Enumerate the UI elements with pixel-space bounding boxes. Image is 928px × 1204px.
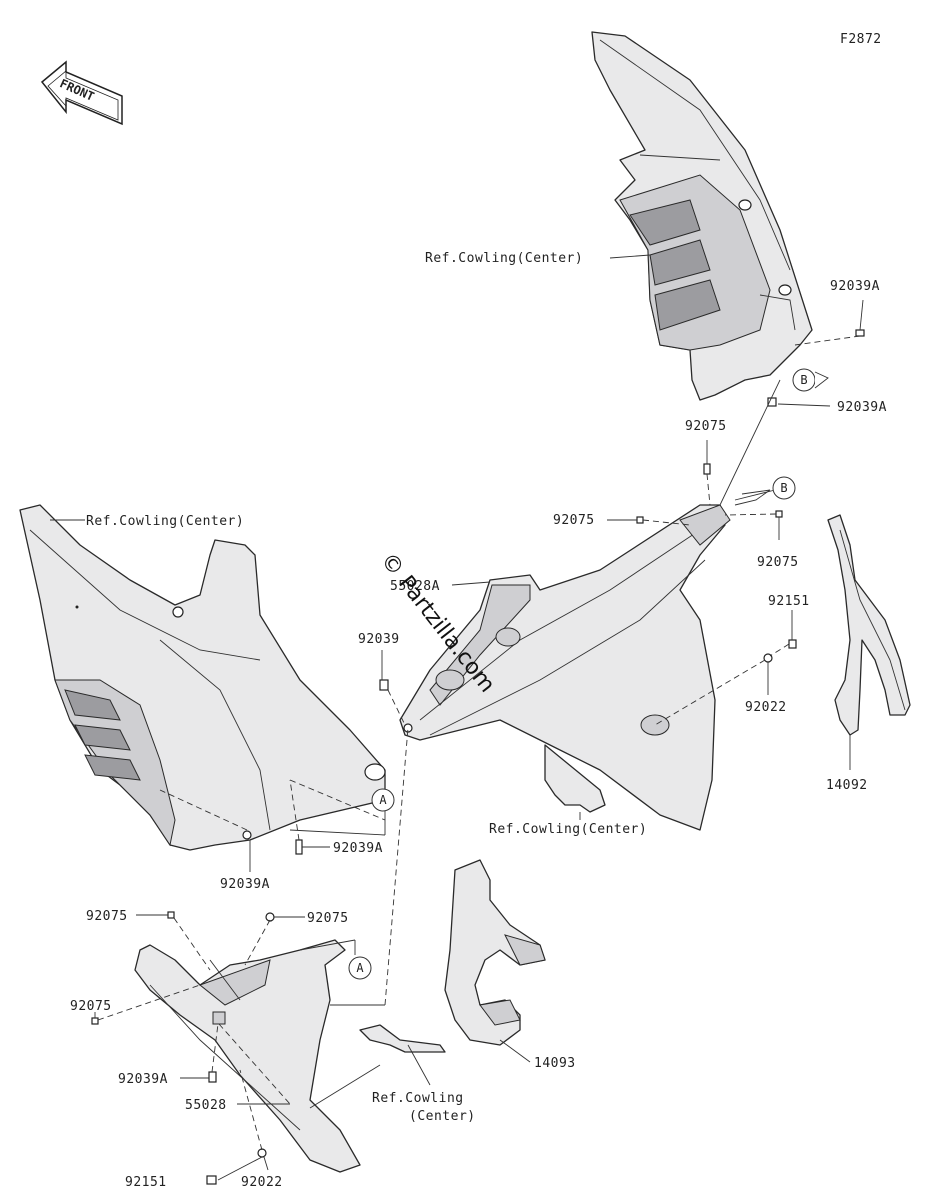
svg-text:A: A xyxy=(356,961,364,975)
bolt-92151-icon xyxy=(788,639,797,649)
clip-92039A-icon xyxy=(208,1071,217,1083)
svg-text:B: B xyxy=(780,481,787,495)
label-92039A: 92039A xyxy=(118,1072,168,1087)
lower-cowling-bracket-part xyxy=(359,1024,446,1053)
screw-92075-icon xyxy=(703,463,711,475)
screw-92075-icon xyxy=(167,911,175,919)
callout-b-mid: B xyxy=(734,476,796,506)
label-92075: 92075 xyxy=(307,911,349,926)
label-ref-cowling-center-left: Ref.Cowling(Center) xyxy=(86,514,244,529)
label-14093: 14093 xyxy=(534,1056,576,1071)
label-55028A: 55028A xyxy=(390,579,440,594)
left-cowling-part xyxy=(19,504,386,851)
label-92075: 92075 xyxy=(685,419,727,434)
label-92075: 92075 xyxy=(757,555,799,570)
screw-92075-icon xyxy=(265,912,275,922)
label-92075: 92075 xyxy=(70,999,112,1014)
label-92022: 92022 xyxy=(745,700,787,715)
label-92151: 92151 xyxy=(768,594,810,609)
label-92039A: 92039A xyxy=(837,400,887,415)
clip-92039A-icon xyxy=(855,329,865,337)
callout-a-low: A xyxy=(348,956,372,980)
clip-92039A-icon xyxy=(242,830,252,840)
washer-92022-icon xyxy=(257,1148,267,1158)
label-92022: 92022 xyxy=(241,1175,283,1190)
clip-92039-icon xyxy=(379,679,389,691)
callout-a-mid: A xyxy=(371,788,395,812)
label-ref-cowling-center-bottom: (Center) xyxy=(409,1109,476,1124)
inner-cowling-upper-part xyxy=(591,31,813,401)
label-ref-cowling-center-top: Ref.Cowling(Center) xyxy=(425,251,583,266)
clip-55028-icon xyxy=(212,1011,226,1025)
label-ref-cowling-center-mid: Ref.Cowling(Center) xyxy=(489,822,647,837)
label-14092: 14092 xyxy=(826,778,868,793)
front-arrow-icon: FRONT xyxy=(40,60,123,126)
trim-14092-part xyxy=(827,514,911,736)
label-92039A: 92039A xyxy=(220,877,270,892)
leader-lines xyxy=(50,254,864,1181)
label-92075: 92075 xyxy=(86,909,128,924)
svg-text:B: B xyxy=(800,373,807,387)
screw-92075-icon xyxy=(636,516,644,524)
bracket-14093-part xyxy=(444,859,546,1046)
screw-92075-icon xyxy=(775,510,783,518)
cowling-bracket-part xyxy=(544,744,606,813)
label-92039A: 92039A xyxy=(333,841,383,856)
clip-92039A-icon xyxy=(295,839,303,855)
part-labels: Ref.Cowling(Center) 92039A 92039A 92075 … xyxy=(70,251,887,1190)
label-92075: 92075 xyxy=(553,513,595,528)
clip-92039A-icon xyxy=(767,397,777,407)
screw-92075-icon xyxy=(91,1017,99,1025)
figure-id: F2872 xyxy=(840,32,882,47)
middle-cowling-part xyxy=(399,504,731,831)
bolt-92151-icon xyxy=(206,1175,217,1185)
svg-text:A: A xyxy=(379,793,387,807)
label-92151: 92151 xyxy=(125,1175,167,1190)
label-92039A: 92039A xyxy=(830,279,880,294)
label-ref-cowling-center-bottom: Ref.Cowling xyxy=(372,1091,464,1106)
label-55028: 55028 xyxy=(185,1098,227,1113)
callout-b-top: B xyxy=(792,368,829,392)
label-92039: 92039 xyxy=(358,632,400,647)
